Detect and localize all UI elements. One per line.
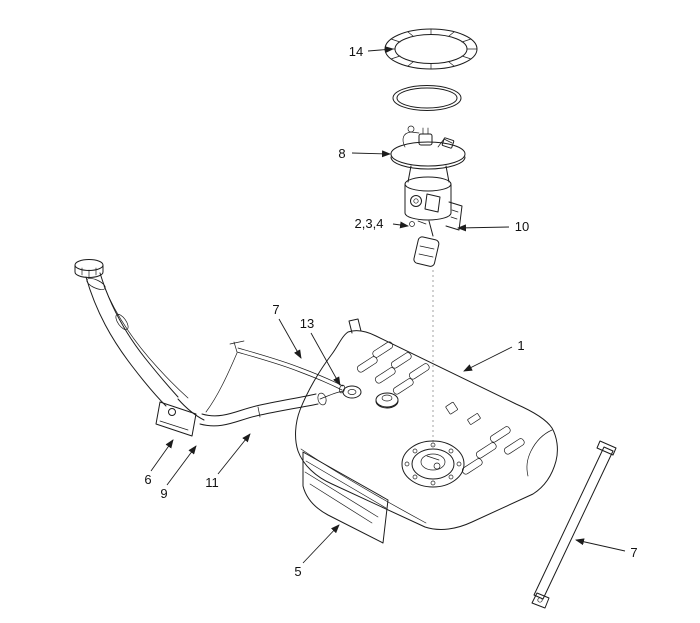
callout-pump-inner: 2,3,4 [355, 216, 384, 231]
callout-fuel-tank: 1 [517, 338, 524, 353]
callout-support-band: 7 [630, 545, 637, 560]
lock-ring-art [384, 28, 478, 70]
fuel-tank-art [295, 318, 558, 530]
fuel-pump-module-art [390, 125, 466, 267]
filler-neck-assembly-art [74, 259, 327, 437]
support-band-art [531, 440, 617, 609]
callout-sender-unit: 10 [515, 219, 529, 234]
callout-labels: 14 8 2,3,4 10 7 13 1 6 9 11 5 7 [144, 44, 637, 579]
callout-lock-ring: 14 [349, 44, 363, 59]
o-ring-art [392, 85, 462, 111]
callout-pump-plate: 8 [338, 146, 345, 161]
callout-clip: 6 [144, 472, 151, 487]
leader-lines [150, 46, 626, 564]
callout-tube-upper: 7 [272, 302, 279, 317]
callout-holder: 9 [160, 486, 167, 501]
callout-vent-hose: 13 [300, 316, 314, 331]
tank-port-fittings-art [342, 385, 399, 409]
protector-art [302, 451, 389, 544]
callout-protector: 5 [294, 564, 301, 579]
callout-filler-hose: 11 [205, 475, 219, 490]
upper-tube-art [229, 340, 346, 400]
